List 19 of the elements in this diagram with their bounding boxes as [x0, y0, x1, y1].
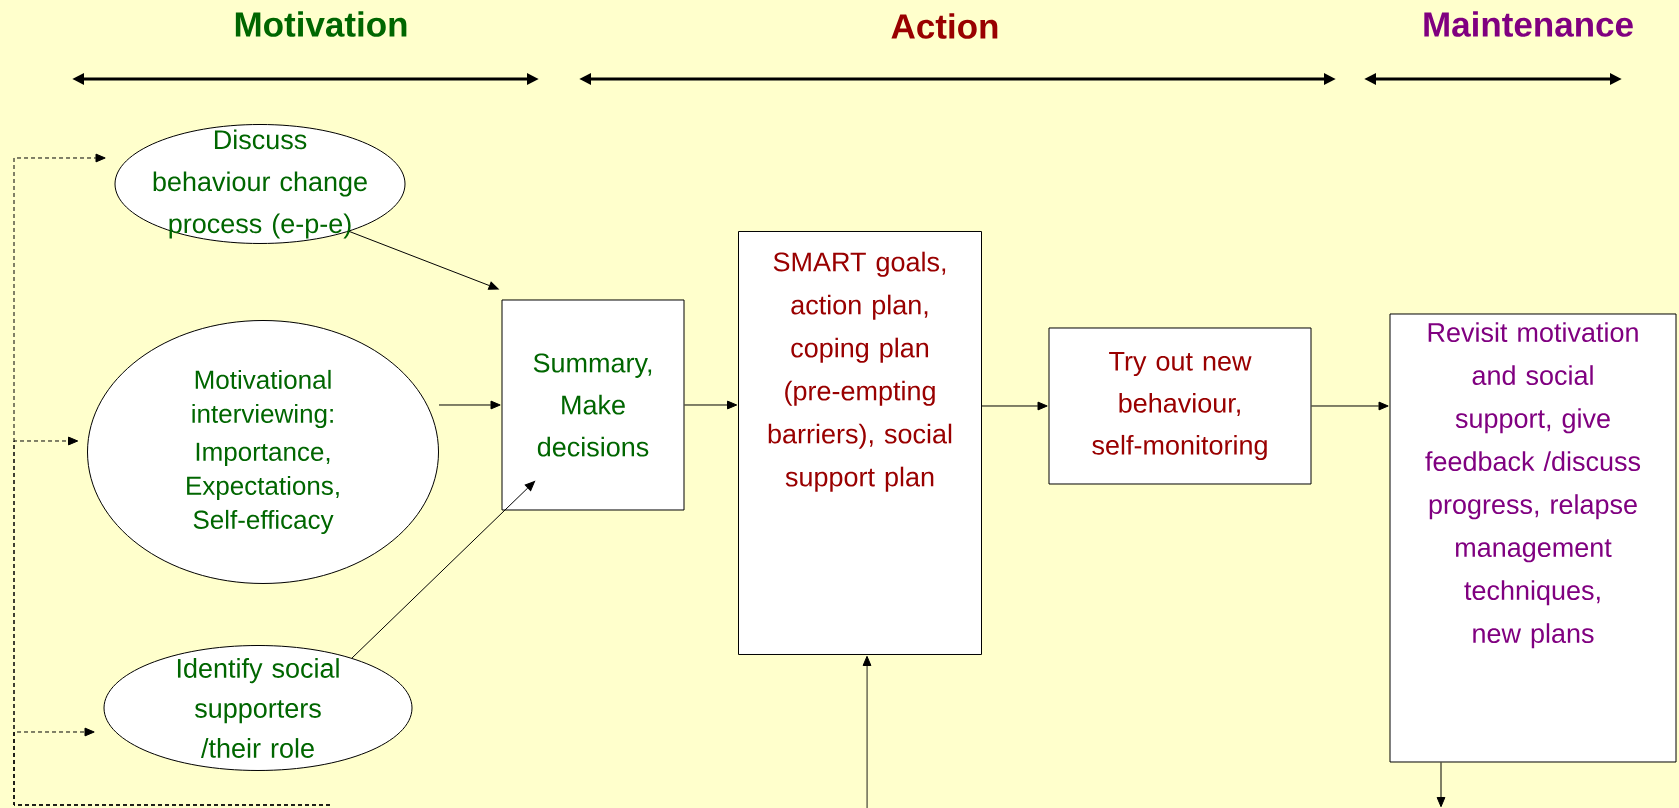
process-box: Summary, Make decisions: [501, 299, 685, 511]
arrow: [351, 480, 536, 659]
phase-heading: Motivation: [235, 11, 407, 37]
arrow: [1436, 762, 1446, 808]
process-box: SMART goals, action plan, coping plan (pre-empting barriers), social support plan: [738, 231, 982, 655]
phase-heading: Action: [891, 13, 998, 39]
arrow: [348, 230, 499, 290]
dashed-arrow: [13, 727, 331, 806]
arrow: [438, 400, 501, 410]
process-box: Revisit motivation and social support, give feedback /discuss progress, relapse management techniques, new plans: [1389, 313, 1677, 763]
phase-heading: Maintenance: [1424, 11, 1633, 37]
ellipse-node: Identify social supporters /their role: [103, 645, 413, 771]
arrow: [1311, 401, 1389, 411]
arrow: [981, 401, 1048, 411]
process-box: Try out new behaviour, self-monitoring: [1048, 327, 1312, 485]
arrow: [862, 655, 872, 808]
ellipse-node: Motivational interviewing: Importance, Expectations, Self-efficacy: [87, 320, 439, 584]
ellipse-node: Discuss behaviour change process (e-p-e): [114, 124, 406, 244]
arrow: [684, 400, 738, 410]
